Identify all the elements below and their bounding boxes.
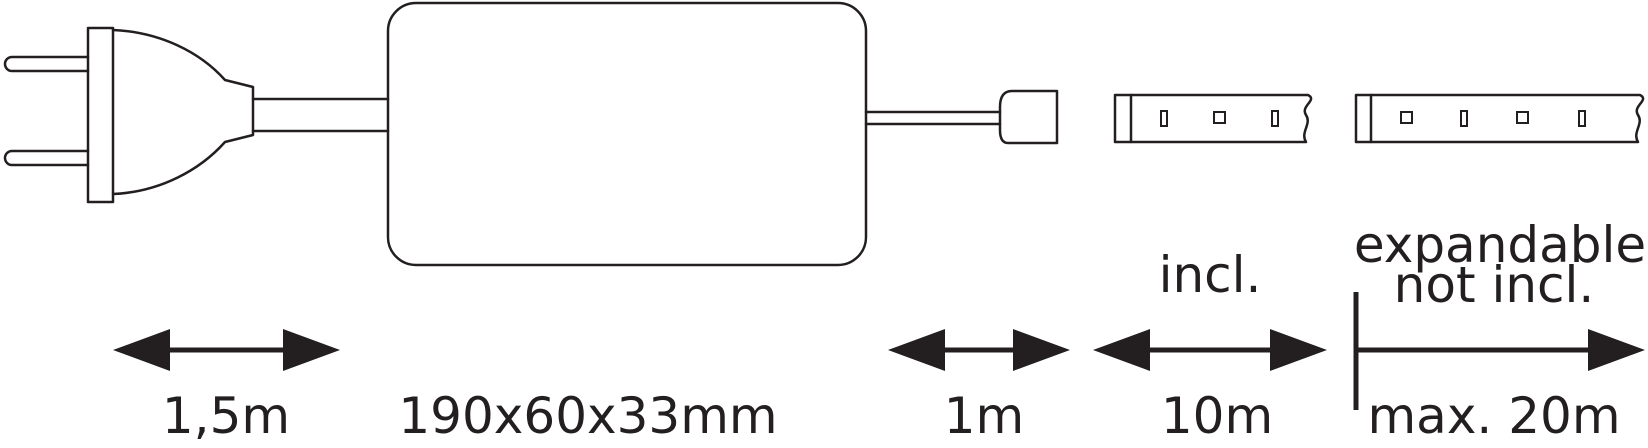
driver-dimensions: 190x60x33mm [398, 387, 777, 445]
led-strip-icon [1113, 93, 1313, 144]
double-arrow-icon [888, 329, 1070, 371]
connector-cable [864, 110, 1002, 126]
led-strip-extension-icon [1354, 93, 1645, 144]
connector-icon [998, 89, 1059, 145]
plug-icon [3, 26, 255, 204]
double-arrow-icon [1093, 329, 1327, 371]
plug-cable-length: 1,5m [162, 387, 290, 445]
connector-cable-length: 1m [944, 387, 1025, 445]
strip-status: incl. [1159, 246, 1262, 304]
strip-length: 10m [1161, 387, 1273, 445]
extension-max-length: max. 20m [1367, 387, 1620, 445]
extension-note-line1: expandable [1354, 216, 1646, 274]
plug-cable [251, 97, 390, 133]
double-arrow-icon [113, 329, 340, 371]
single-arrow-icon [1353, 292, 1645, 410]
power-supply-icon [386, 1, 868, 267]
extension-note-line2: not incl. [1394, 256, 1595, 314]
